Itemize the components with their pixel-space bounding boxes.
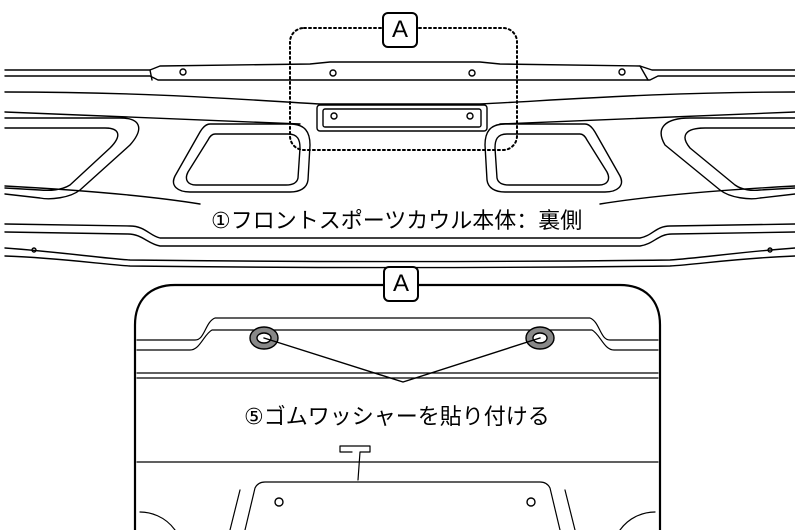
- plate-screw-holes: [274, 497, 536, 507]
- step-instruction-label: ⑤ゴムワッシャーを貼り付ける: [240, 399, 554, 431]
- callout-a-top: A: [382, 12, 418, 48]
- detail-a-outline: [136, 317, 659, 530]
- leader-lines: [263, 337, 541, 383]
- part-name-label: ①フロントスポーツカウル本体：裏側: [205, 203, 589, 235]
- callout-a-detail: A: [383, 266, 419, 302]
- mounting-holes: [31, 68, 773, 253]
- cowl-body-outline: [4, 61, 795, 269]
